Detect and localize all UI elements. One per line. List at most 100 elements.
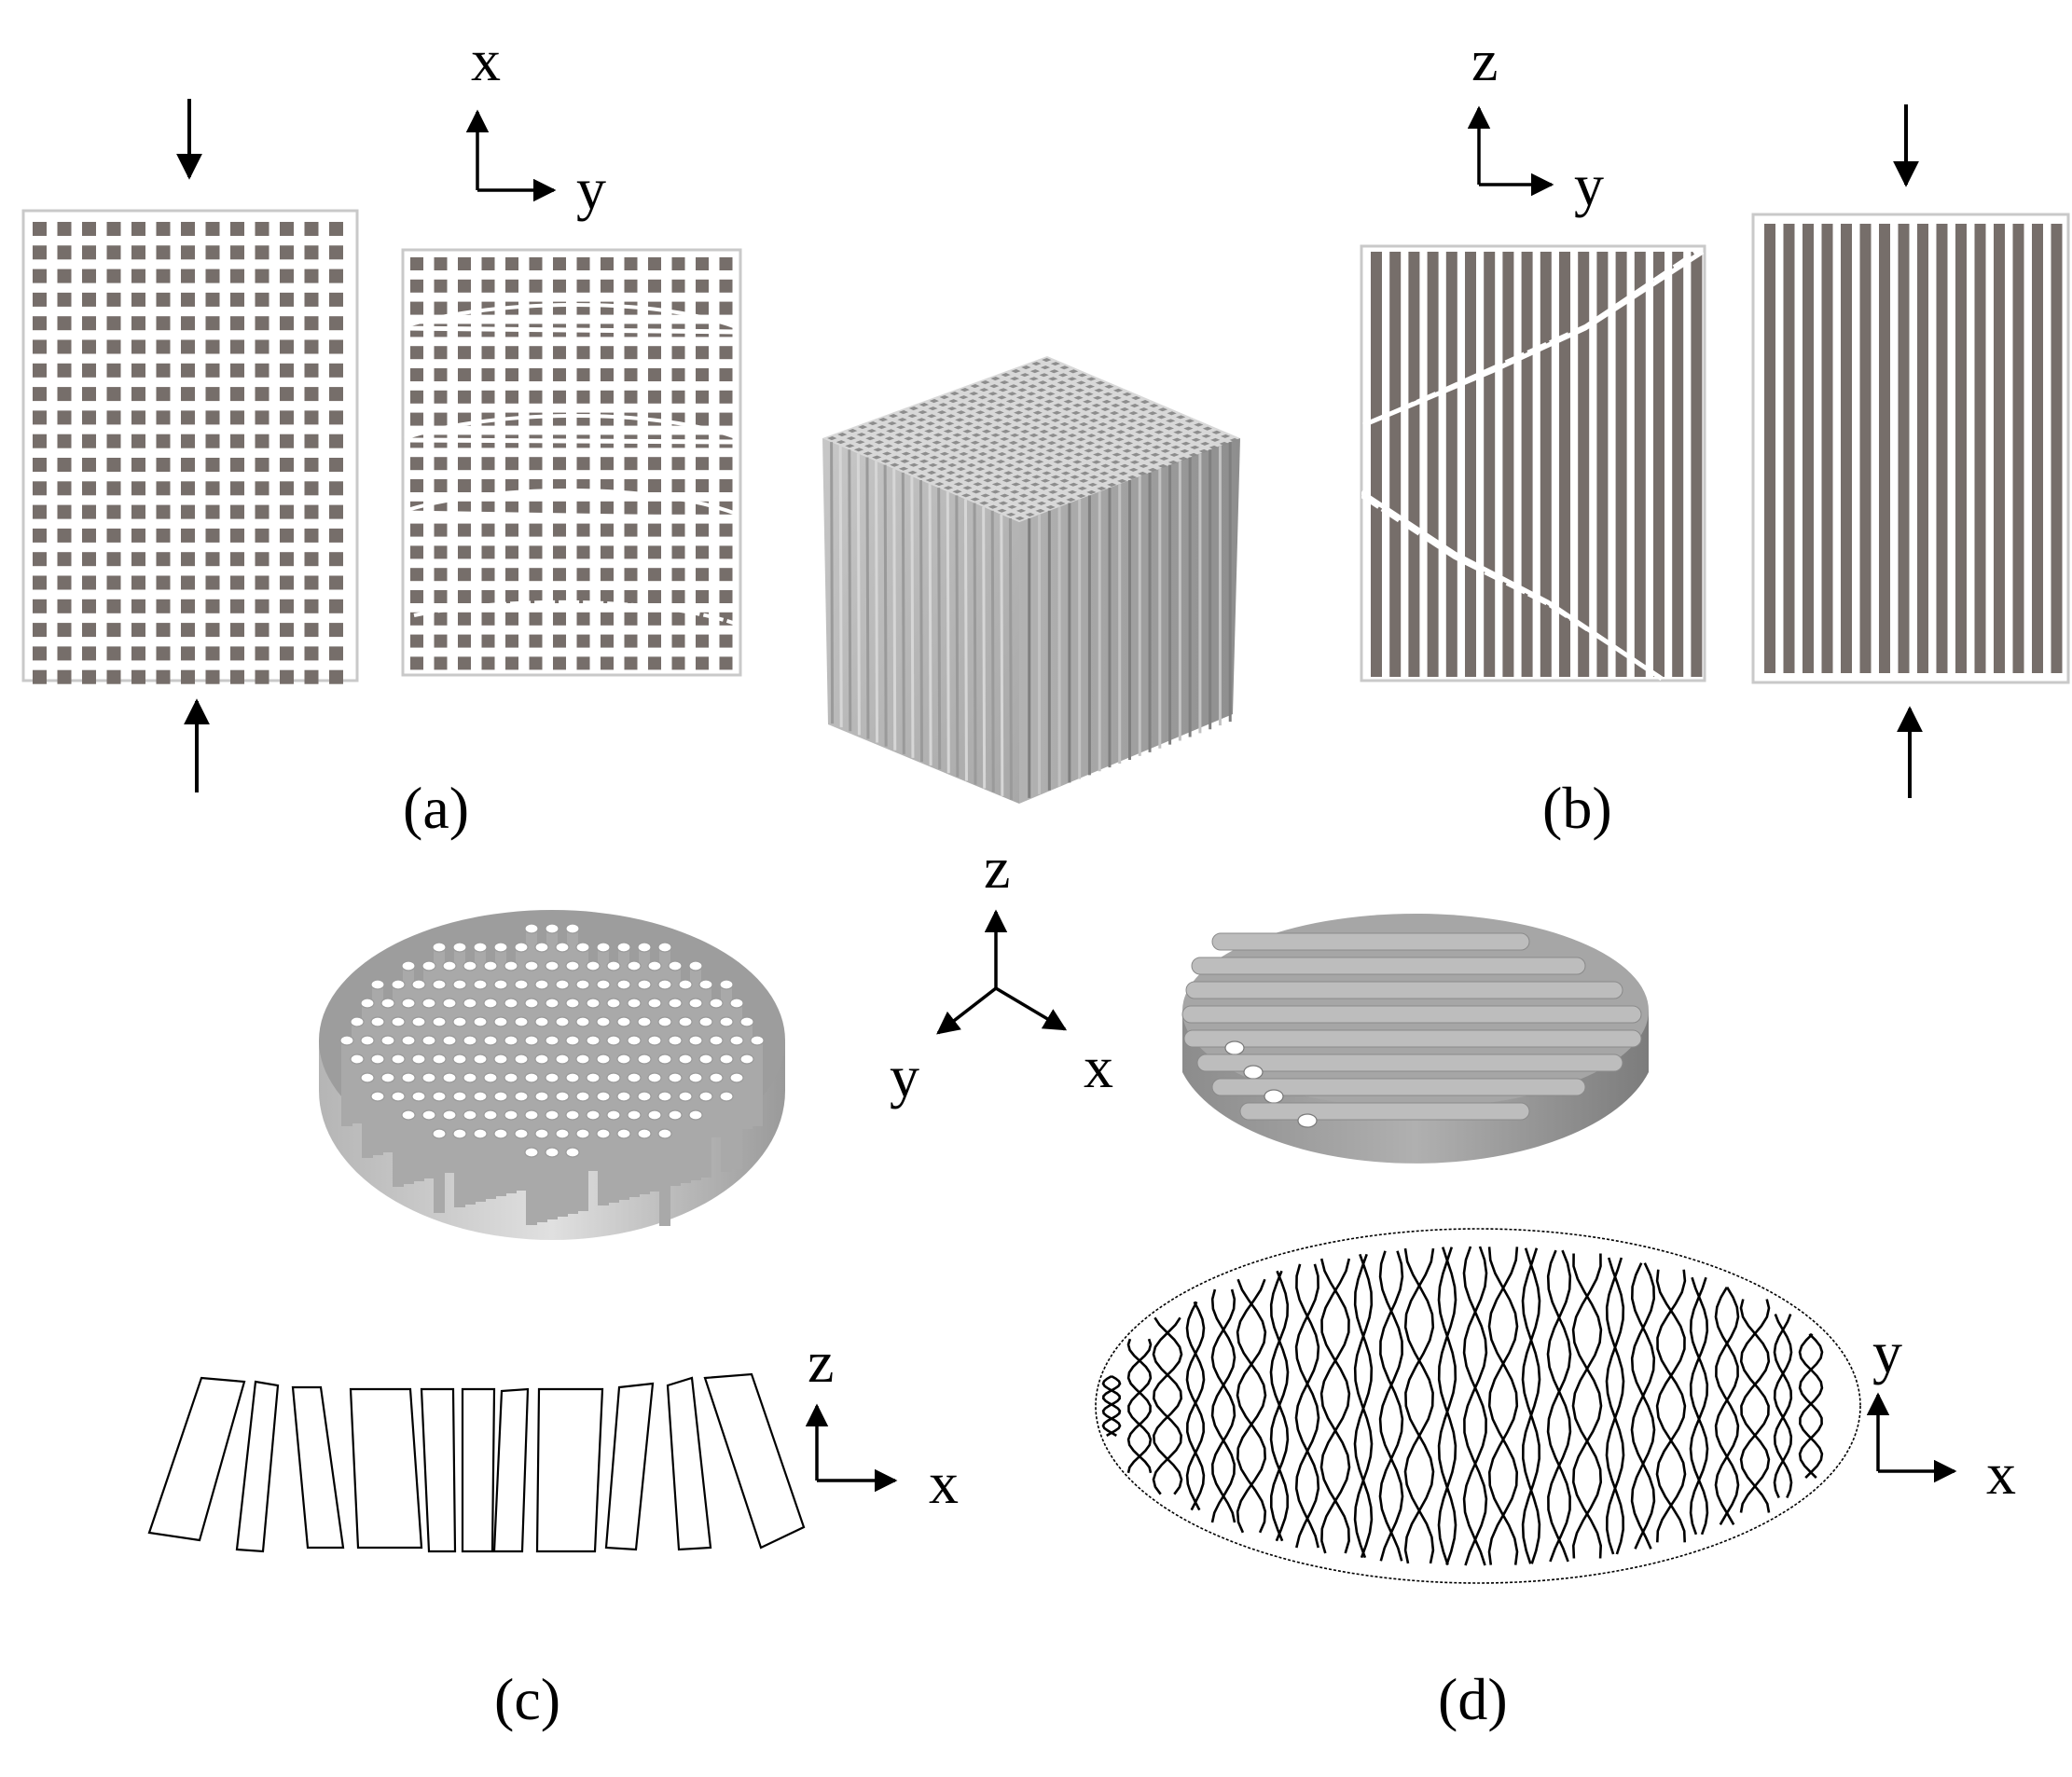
cube-cell (1011, 425, 1021, 430)
pillar (475, 1134, 486, 1202)
cube-cell (1066, 384, 1076, 389)
lattice-cell (410, 545, 423, 559)
cube-cell (1034, 403, 1044, 407)
lattice-cell (106, 363, 121, 378)
lattice-cell (304, 339, 319, 354)
cube-cell (1143, 434, 1154, 438)
cube-cell (960, 444, 970, 448)
lattice-cell (106, 434, 121, 448)
cube-rib (937, 488, 942, 770)
panel-d-render (1181, 914, 1649, 1164)
lattice-cell (648, 568, 661, 582)
cube-cell (948, 399, 959, 404)
cube-cell (1015, 516, 1025, 520)
cube-cell (1036, 388, 1046, 393)
cube-rib (883, 464, 888, 747)
lattice-cell (719, 656, 733, 670)
lattice-cell (156, 575, 171, 590)
axis-label-x: x (1084, 1034, 1113, 1100)
lattice-cell (529, 346, 543, 360)
fiber (1546, 1249, 1572, 1563)
lattice-cell (696, 368, 709, 381)
lattice-bar (1691, 252, 1703, 677)
cube-cell (1157, 407, 1168, 412)
crack-line (404, 303, 739, 330)
lattice-bar (1994, 224, 2005, 673)
cube-cell (1200, 441, 1210, 446)
lattice-cell (434, 479, 448, 492)
lattice-cell (719, 346, 733, 360)
lattice-cell (33, 552, 47, 567)
cube-cell (1126, 426, 1136, 431)
lattice-cell (304, 623, 319, 638)
cube-cell (1043, 463, 1053, 468)
cube-cell (993, 475, 1003, 479)
cube-cell (1029, 425, 1041, 430)
lattice-cell (505, 568, 518, 582)
lattice-cell (304, 387, 319, 402)
lattice-cell (304, 669, 319, 684)
cube-cell (945, 421, 955, 426)
lattice-cell (529, 457, 543, 471)
lattice-cell (57, 504, 72, 519)
cube-cell (1039, 373, 1049, 378)
cube-cell (1074, 388, 1085, 393)
lattice-cell (481, 523, 495, 537)
cube-cell (1194, 422, 1204, 427)
lattice-cell (304, 504, 319, 519)
lattice-cell (719, 523, 733, 537)
pillar-cap (739, 1016, 754, 1027)
cube-cell (1181, 441, 1191, 446)
lattice-cell (181, 599, 195, 613)
cube-cell (1111, 403, 1121, 407)
cube-cell (1150, 452, 1160, 457)
fiber (1773, 1314, 1793, 1499)
pillar-cap (452, 1128, 467, 1139)
cube-cell (1174, 422, 1184, 427)
pillar-cap (606, 1072, 621, 1083)
lattice-cell (529, 479, 543, 492)
lattice-cell (230, 316, 244, 331)
pillar-cap (452, 1091, 467, 1102)
cube-cell (1102, 392, 1113, 396)
cube-cell (984, 471, 994, 475)
lattice-cell (410, 634, 423, 648)
lattice-cell (106, 599, 121, 613)
lattice-cell (156, 552, 171, 567)
lattice-cell (230, 669, 244, 684)
lattice-cell (329, 269, 343, 283)
lattice-cell (410, 257, 423, 270)
cube-cell (1069, 482, 1079, 487)
cube-cell (1031, 418, 1042, 422)
cube-cell (967, 455, 978, 460)
lattice-cell (255, 504, 269, 519)
pillar-cap (565, 1072, 580, 1083)
cube-cell (926, 414, 937, 419)
pillar-cap (698, 1054, 713, 1065)
cube-cell (976, 403, 987, 407)
axis-label-y: y (1574, 152, 1604, 218)
lattice-cell (529, 501, 543, 515)
pillar-cap (452, 1016, 467, 1027)
pillar-cap (534, 979, 549, 990)
cube-cell (1049, 369, 1059, 374)
axis-label-z: z (984, 834, 1010, 901)
lattice-cell (648, 257, 661, 270)
lattice-cell (131, 410, 145, 425)
cube-rib (865, 457, 870, 739)
cube-cell (928, 462, 938, 467)
lattice-cell (696, 346, 709, 360)
lattice-cell (671, 523, 685, 537)
lattice-cell (576, 612, 590, 626)
lattice-cell (410, 590, 423, 603)
pillar-cap (586, 1109, 601, 1121)
cube-cell (1201, 434, 1211, 438)
pillar (393, 1096, 404, 1187)
lattice-cell (648, 457, 661, 471)
tube-end (1243, 1065, 1264, 1080)
pillar-cap (452, 1054, 467, 1065)
pillar-cap (616, 979, 631, 990)
lattice-cell (304, 528, 319, 543)
cube-cell (1029, 369, 1041, 374)
cube-cell (1176, 415, 1186, 420)
